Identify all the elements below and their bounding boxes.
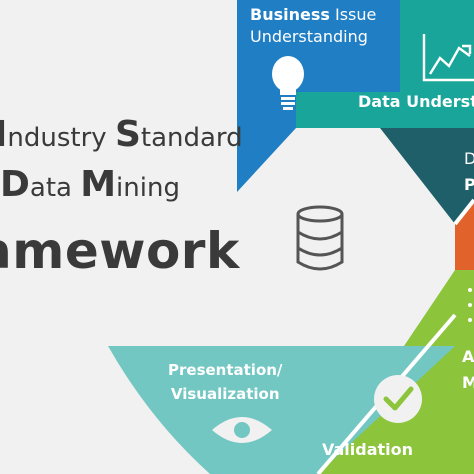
- title-line-1: Industry Standard: [0, 114, 243, 155]
- presentation-label: Presentation/ Visualization: [168, 358, 282, 406]
- line-chart-icon: [422, 34, 474, 82]
- validation-label: Validation: [322, 440, 414, 459]
- eye-icon: [212, 417, 272, 443]
- analytical-modeling-label: A M: [462, 344, 474, 396]
- data-prep-line2: P: [464, 175, 474, 194]
- title-line-2: Data Mining: [0, 164, 180, 205]
- business-bold-text: Business: [250, 5, 330, 24]
- data-prep-line1: D: [464, 149, 474, 168]
- lightbulb-icon: [272, 56, 304, 110]
- segment-business-understanding: [237, 0, 400, 192]
- segment-data-preparation: [380, 128, 474, 224]
- business-rest-text: Issue: [329, 5, 377, 24]
- title-text-ndustry: ndustry: [7, 123, 115, 153]
- presentation-line2: Visualization: [170, 385, 280, 403]
- presentation-line1: Presentation/: [168, 361, 283, 379]
- title-cap-d: D: [0, 164, 30, 205]
- analytical-line2: M: [462, 373, 474, 392]
- segment-data-understanding: [296, 0, 474, 128]
- orange-segment-dots: [468, 288, 472, 322]
- title-text-ata: ata: [29, 173, 81, 203]
- checkmark-icon: [374, 375, 422, 423]
- title-text-ining: ining: [116, 173, 180, 203]
- title-cap-m: M: [80, 164, 117, 205]
- business-understanding-label: Business Issue Understanding: [250, 4, 376, 48]
- data-preparation-label: D P: [464, 146, 474, 198]
- segment-presentation: [108, 346, 455, 474]
- title-cap-i: I: [0, 114, 8, 155]
- analytical-line1: A: [462, 347, 474, 366]
- title-cap-s: S: [114, 114, 141, 155]
- title-text-tandard: tandard: [140, 123, 243, 153]
- business-line2-text: Understanding: [250, 27, 368, 46]
- title-line-3: amework: [0, 222, 240, 280]
- data-understanding-label: Data Underst: [358, 92, 474, 111]
- database-icon: [296, 205, 344, 271]
